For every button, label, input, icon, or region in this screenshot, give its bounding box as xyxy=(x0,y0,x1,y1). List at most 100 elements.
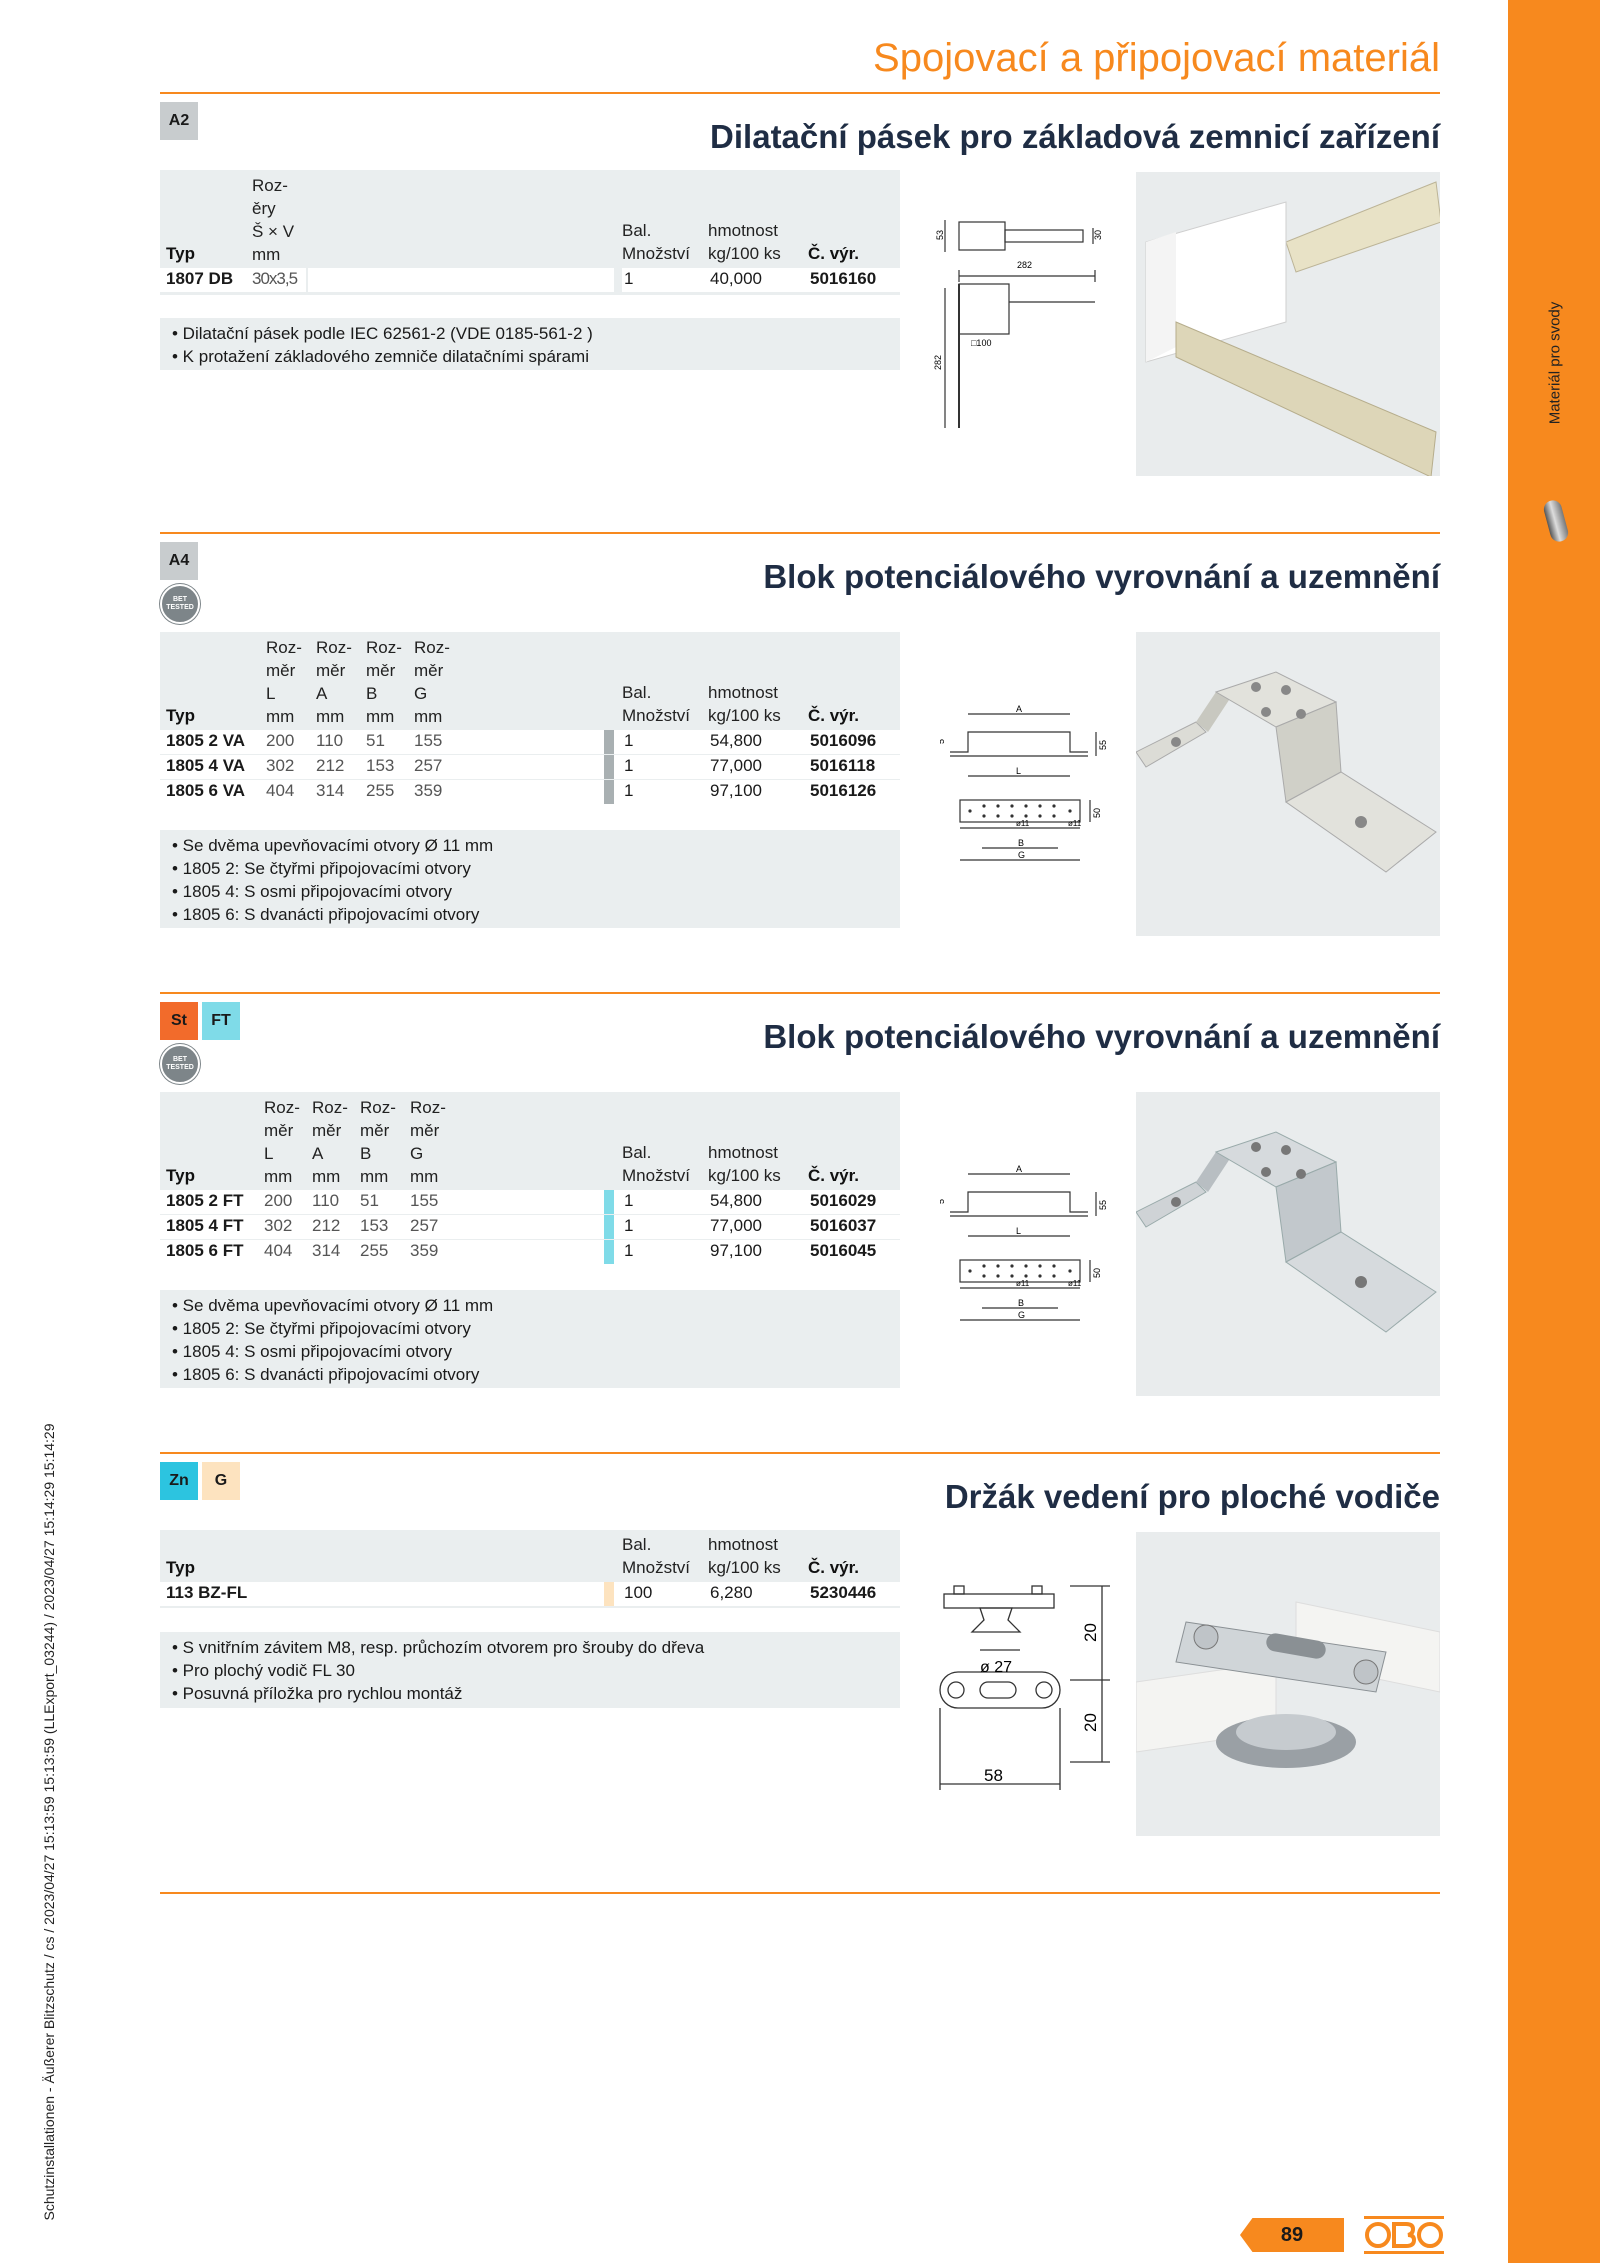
dim-label: ø11 xyxy=(1016,1279,1030,1288)
table-row: 1805 4 VA 302 212 153 257 1 77,000 50161… xyxy=(160,755,900,779)
cell-bal: 1 xyxy=(624,269,634,288)
cell-weight: 40,000 xyxy=(710,269,762,288)
table-row: 1805 4 FT 302 212 153 257 1 77,000 50160… xyxy=(160,1215,900,1239)
col-header-b: Roz- měr B mm xyxy=(366,638,402,726)
material-strip xyxy=(604,730,614,754)
dim-label: 53 xyxy=(935,230,945,240)
divider xyxy=(160,1892,1440,1894)
cell-bal: 1 xyxy=(624,1191,634,1210)
cell-g: 257 xyxy=(414,756,443,775)
cell-code: 5016160 xyxy=(810,269,877,288)
badge-a2: A2 xyxy=(160,102,198,140)
section-title: Dilatační pásek pro základová zemnicí za… xyxy=(710,118,1440,155)
notes-box: • S vnitřním závitem M8, resp. průchozím… xyxy=(160,1632,900,1708)
table-row: 1805 6 FT 404 314 255 359 1 97,100 50160… xyxy=(160,1240,900,1264)
product-photo xyxy=(1135,1532,1441,1836)
dim-label: 50 xyxy=(1092,1268,1102,1278)
cell-l: 302 xyxy=(264,1216,293,1235)
material-strip xyxy=(604,1240,614,1264)
cell-b: 255 xyxy=(366,781,395,800)
cell-b: 153 xyxy=(360,1216,389,1235)
cell-g: 257 xyxy=(410,1216,439,1235)
product-table: Typ Bal. Množství hmotnost kg/100 ks Č. … xyxy=(160,1530,900,1608)
dim-label: 5 xyxy=(940,1199,946,1204)
divider xyxy=(160,1452,1440,1454)
cell-a: 212 xyxy=(312,1216,341,1235)
cell-a: 110 xyxy=(316,731,344,750)
cell-l: 200 xyxy=(264,1191,293,1210)
cell-weight: 77,000 xyxy=(710,756,762,775)
cell-a: 110 xyxy=(312,1191,340,1210)
section-title: Držák vedení pro ploché vodiče xyxy=(944,1478,1440,1515)
dim-label: L xyxy=(1016,766,1021,776)
cell-typ: 1805 6 VA xyxy=(166,781,246,800)
dim-label: G xyxy=(1018,850,1025,860)
note: • K protažení základového zemniče dilata… xyxy=(172,347,589,366)
col-header-typ: Typ xyxy=(166,706,195,725)
col-header-weight: hmotnost kg/100 ks xyxy=(708,683,781,725)
divider xyxy=(160,532,1440,534)
dim-label: G xyxy=(1018,1310,1025,1320)
cell-weight: 6,280 xyxy=(710,1583,753,1602)
note: • 1805 6: S dvanácti připojovacími otvor… xyxy=(172,1365,480,1384)
note: • 1805 2: Se čtyřmi připojovacími otvory xyxy=(172,1319,471,1338)
col-header-weight: hmotnost kg/100 ks xyxy=(708,1535,781,1577)
cell-typ: 1805 2 FT xyxy=(166,1191,244,1210)
cell-b: 153 xyxy=(366,756,395,775)
cell-bal: 1 xyxy=(624,756,634,775)
cell-typ: 1805 2 VA xyxy=(166,731,246,750)
badge-a4: A4 xyxy=(160,542,198,580)
notes-box: • Se dvěma upevňovacími otvory Ø 11 mm •… xyxy=(160,1290,900,1388)
cell-a: 212 xyxy=(316,756,345,775)
cell-a: 314 xyxy=(312,1241,341,1260)
dim-label: A xyxy=(1016,704,1022,714)
notes-box: • Dilatační pásek podle IEC 62561-2 (VDE… xyxy=(160,318,900,370)
dim-label: 282 xyxy=(1017,260,1032,270)
note: • 1805 4: S osmi připojovacími otvory xyxy=(172,1342,452,1361)
note: • Se dvěma upevňovacími otvory Ø 11 mm xyxy=(172,836,494,855)
divider xyxy=(160,92,1440,94)
dim-label: B xyxy=(1018,1298,1024,1308)
cell-dim: 30x3,5 xyxy=(252,269,298,288)
dim-label: 20 xyxy=(1081,1623,1100,1642)
col-header-typ: Typ xyxy=(166,244,195,263)
note: • Se dvěma upevňovacími otvory Ø 11 mm xyxy=(172,1296,494,1315)
section-title: Blok potenciálového vyrovnání a uzemnění xyxy=(763,558,1440,595)
cell-weight: 54,800 xyxy=(710,731,762,750)
dim-label: ø11 xyxy=(1068,819,1082,828)
cell-typ: 113 BZ-FL xyxy=(166,1583,248,1602)
dim-label: 5 xyxy=(940,739,946,744)
note: • 1805 2: Se čtyřmi připojovacími otvory xyxy=(172,859,471,878)
material-strip xyxy=(604,1215,614,1239)
product-photo xyxy=(1135,1092,1440,1396)
dim-label: A xyxy=(1016,1164,1022,1174)
note: • 1805 6: S dvanácti připojovacími otvor… xyxy=(172,905,480,924)
col-header-code: Č. výr. xyxy=(808,706,860,725)
spacer xyxy=(306,268,622,292)
cell-l: 200 xyxy=(266,731,295,750)
dim-label: 282 xyxy=(933,355,943,370)
cell-b: 51 xyxy=(360,1191,379,1210)
note: • 1805 4: S osmi připojovacími otvory xyxy=(172,882,452,901)
cell-bal: 1 xyxy=(624,1241,634,1260)
dim-label: L xyxy=(1016,1226,1021,1236)
cell-code: 5016118 xyxy=(810,756,876,775)
col-header-a: Roz- měr A mm xyxy=(316,638,352,726)
note: • Posuvná příložka pro rychlou montáž xyxy=(172,1684,463,1703)
page-number: 89 xyxy=(1240,2218,1344,2252)
col-header-weight: hmotnost kg/100 ks xyxy=(708,1143,781,1185)
technical-drawing: A 5 55 L ø11 ø11 50 B G xyxy=(940,704,1108,861)
note: • S vnitřním závitem M8, resp. průchozím… xyxy=(172,1638,705,1657)
dim-label: ø 27 xyxy=(980,1659,1012,1676)
badge-g: G xyxy=(202,1462,240,1500)
product-table: Roz- měr L mm Roz- měr A mm Roz- měr B m… xyxy=(160,1092,900,1264)
cell-weight: 77,000 xyxy=(710,1216,762,1235)
cell-weight: 97,100 xyxy=(710,781,762,800)
section-title: Blok potenciálového vyrovnání a uzemnění xyxy=(763,1018,1440,1055)
badge-zn: Zn xyxy=(160,1462,198,1500)
col-header-bal: Bal. Množství xyxy=(622,683,691,725)
dim-label: 55 xyxy=(1098,1200,1108,1210)
cell-l: 404 xyxy=(266,781,295,800)
dim-label: ø11 xyxy=(1016,819,1030,828)
